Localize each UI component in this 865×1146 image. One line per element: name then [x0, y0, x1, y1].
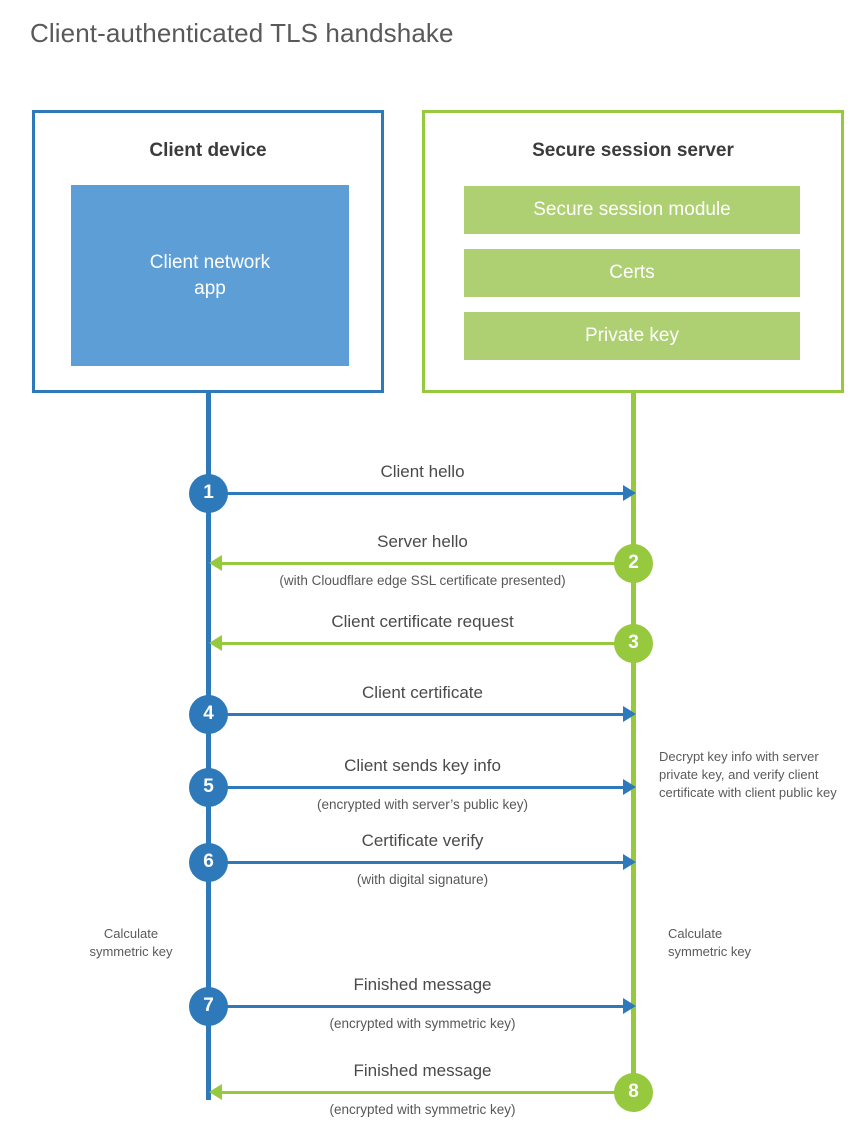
arrow-head-right-5	[623, 779, 636, 795]
step-label-7: Finished message	[353, 975, 492, 994]
arrow-head-right-1	[623, 485, 636, 501]
step-label-2: Server hello	[377, 532, 468, 551]
step-badge-3[interactable]: 3	[614, 623, 653, 663]
step-sublabel-7: (encrypted with symmetric key)	[329, 1016, 516, 1031]
server-lifeline	[631, 393, 636, 1093]
step-badge-7[interactable]: 7	[189, 986, 228, 1026]
arrow-head-left-2	[209, 555, 222, 571]
step-label-5: Client sends key info	[344, 756, 501, 775]
step-label-1: Client hello	[380, 462, 465, 481]
annotation-server-decrypt: Decrypt key info with server private key…	[659, 749, 837, 800]
step-badge-8[interactable]: 8	[614, 1072, 653, 1112]
step-sublabel-8: (encrypted with symmetric key)	[329, 1102, 516, 1117]
step-sublabel-6: (with digital signature)	[356, 872, 489, 887]
step-label-8: Finished message	[353, 1061, 492, 1080]
server-component-private-key: Private key	[464, 312, 800, 360]
arrow-shaft-4	[208, 713, 626, 716]
arrow-head-right-4	[623, 706, 636, 722]
page-title: Client-authenticated TLS handshake	[30, 18, 454, 48]
step-badge-1[interactable]: 1	[189, 473, 228, 513]
step-badge-2[interactable]: 2	[614, 543, 653, 583]
step-badge-5[interactable]: 5	[189, 767, 228, 807]
arrow-shaft-8	[222, 1091, 634, 1094]
server-component-secure-session-module: Secure session module	[464, 186, 800, 234]
server-component-certs: Certs	[464, 249, 800, 297]
step-sublabel-5: (encrypted with server’s public key)	[316, 797, 529, 812]
arrow-shaft-6	[208, 861, 626, 864]
client-device-title: Client device	[149, 140, 267, 161]
arrow-head-right-7	[623, 998, 636, 1014]
step-sublabel-2: (with Cloudflare edge SSL certificate pr…	[279, 573, 566, 588]
step-badge-6[interactable]: 6	[189, 842, 228, 882]
step-label-6: Certificate verify	[361, 831, 484, 850]
step-badge-4[interactable]: 4	[189, 694, 228, 734]
arrow-head-right-6	[623, 854, 636, 870]
arrow-head-left-3	[209, 635, 222, 651]
arrow-shaft-1	[208, 492, 626, 495]
arrow-shaft-7	[208, 1005, 626, 1008]
secure-session-server-title: Secure session server	[532, 140, 734, 161]
arrow-shaft-5	[208, 786, 626, 789]
step-label-3: Client certificate request	[331, 612, 514, 631]
client-lifeline	[206, 393, 211, 1100]
step-label-4: Client certificate	[362, 683, 483, 702]
arrow-shaft-2	[222, 562, 634, 565]
secure-session-server-box: Secure session server Secure session mod…	[422, 110, 844, 393]
arrow-head-left-8	[209, 1084, 222, 1100]
arrow-shaft-3	[222, 642, 634, 645]
